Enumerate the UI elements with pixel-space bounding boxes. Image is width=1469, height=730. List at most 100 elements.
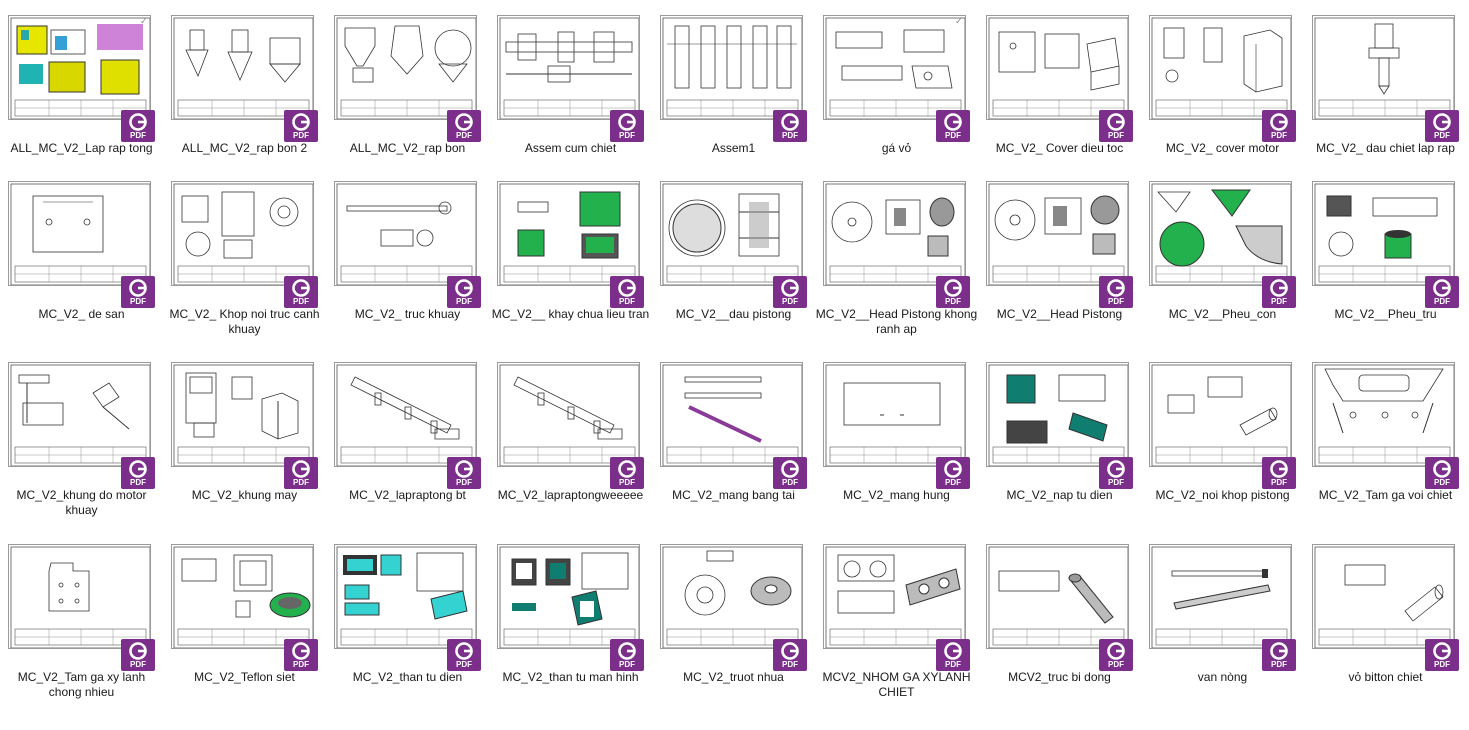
- file-name: MC_V2_Tam ga xy lanh chong nhieu: [17, 670, 146, 699]
- pdf-icon: PDF: [284, 457, 318, 489]
- checkbox-icon[interactable]: ✓: [955, 16, 963, 26]
- pdf-badge-label: PDF: [130, 131, 146, 140]
- file-name: MC_V2_than tu man hinh: [502, 670, 639, 684]
- file-thumbnail: [1312, 362, 1455, 467]
- file-thumbnail: [660, 15, 803, 120]
- pdf-badge-label: PDF: [1108, 478, 1124, 487]
- pdf-badge-label: PDF: [619, 297, 635, 306]
- pdf-badge-label: PDF: [456, 131, 472, 140]
- pdf-icon: PDF: [936, 639, 970, 671]
- pdf-icon: PDF: [610, 276, 644, 308]
- pdf-icon: PDF: [1262, 457, 1296, 489]
- file-thumbnail: [823, 362, 966, 467]
- pdf-badge-label: PDF: [619, 478, 635, 487]
- pdf-badge-label: PDF: [1108, 297, 1124, 306]
- pdf-badge-label: PDF: [130, 297, 146, 306]
- file-thumbnail: [660, 544, 803, 649]
- pdf-badge-label: PDF: [1271, 131, 1287, 140]
- checkbox-icon[interactable]: ✓: [140, 16, 148, 26]
- pdf-icon: PDF: [936, 110, 970, 142]
- pdf-badge-label: PDF: [1108, 660, 1124, 669]
- pdf-badge-label: PDF: [782, 660, 798, 669]
- file-name: Assem cum chiet: [524, 141, 617, 155]
- pdf-icon: PDF: [1425, 276, 1459, 308]
- file-name: MC_V2_lapraptongweeeee: [497, 488, 644, 502]
- file-name: MC_V2__Pheu_con: [1168, 307, 1277, 321]
- file-name: MC_V2_khung do motor khuay: [16, 488, 147, 517]
- pdf-icon: PDF: [773, 110, 807, 142]
- pdf-badge-label: PDF: [130, 660, 146, 669]
- pdf-badge-label: PDF: [945, 660, 961, 669]
- file-thumbnail: [986, 15, 1129, 120]
- pdf-icon: PDF: [610, 639, 644, 671]
- file-thumbnail: [171, 362, 314, 467]
- pdf-badge-label: PDF: [1271, 297, 1287, 306]
- pdf-icon: PDF: [284, 276, 318, 308]
- pdf-badge-label: PDF: [1271, 660, 1287, 669]
- file-thumbnail: [334, 544, 477, 649]
- file-thumbnail: [986, 544, 1129, 649]
- file-thumbnail: [171, 544, 314, 649]
- file-thumbnail: [1312, 181, 1455, 286]
- file-name: ALL_MC_V2_rap bon 2: [181, 141, 308, 155]
- pdf-badge-label: PDF: [456, 660, 472, 669]
- file-thumbnail: [171, 181, 314, 286]
- file-thumbnail: [1149, 362, 1292, 467]
- pdf-icon: PDF: [447, 276, 481, 308]
- file-name: MC_V2__dau pistong: [675, 307, 792, 321]
- file-name: MC_V2__Head Pistong: [996, 307, 1123, 321]
- file-name: MC_V2_Teflon siet: [194, 670, 295, 684]
- file-name: MC_V2_khung may: [191, 488, 298, 502]
- file-name: MC_V2_ dau chiet lap rap: [1316, 141, 1455, 155]
- pdf-badge-label: PDF: [782, 131, 798, 140]
- pdf-icon: PDF: [936, 457, 970, 489]
- file-name: ALL_MC_V2_Lap rap tong: [10, 141, 153, 155]
- pdf-icon: PDF: [447, 639, 481, 671]
- file-thumbnail: [823, 544, 966, 649]
- file-name: ALL_MC_V2_rap bon: [349, 141, 466, 155]
- pdf-badge-label: PDF: [945, 478, 961, 487]
- file-name: MC_V2_nap tu dien: [1006, 488, 1113, 502]
- pdf-icon: PDF: [1099, 110, 1133, 142]
- pdf-badge-label: PDF: [1434, 297, 1450, 306]
- file-thumbnail: [1149, 181, 1292, 286]
- pdf-icon: PDF: [610, 110, 644, 142]
- file-name: MC_V2_noi khop pistong: [1155, 488, 1290, 502]
